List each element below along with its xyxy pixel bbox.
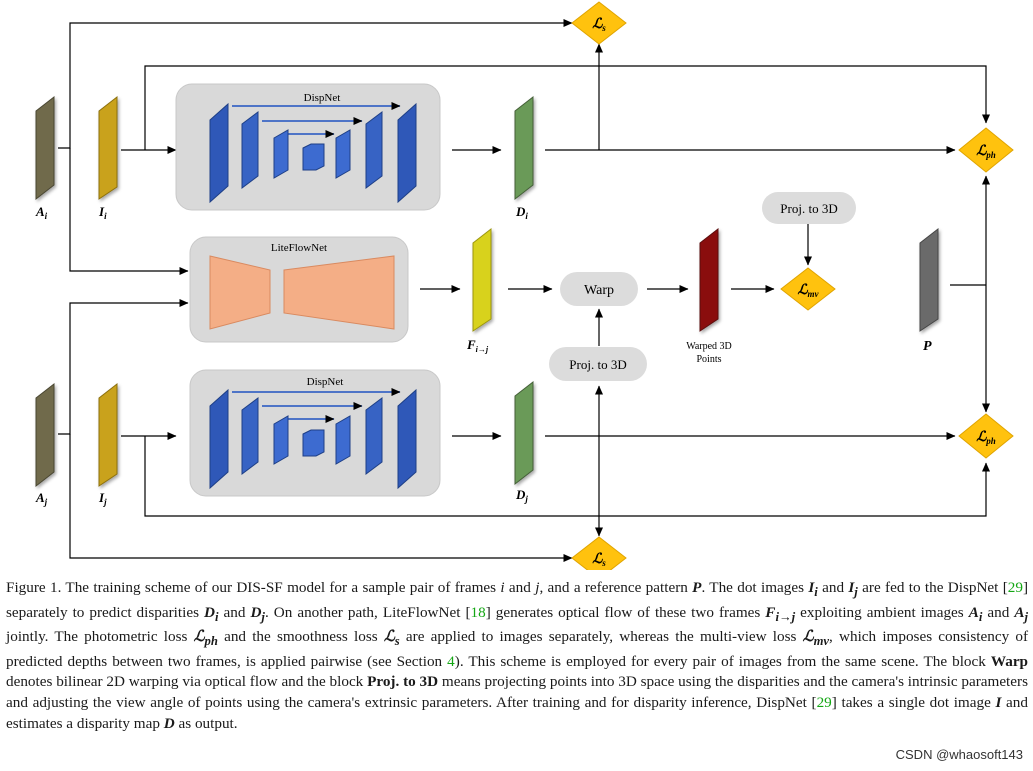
warped-points-label-line1: Warped 3D	[686, 341, 732, 352]
ambient-image-j-plate	[35, 382, 55, 488]
figure-caption: Figure 1. The training scheme of our DIS…	[6, 579, 1029, 732]
liteflownet-decoder-shape	[283, 255, 395, 330]
svg-text:ℒmv: ℒmv	[797, 283, 819, 299]
label-p: P	[923, 339, 932, 354]
connector-ai-to-liteflownet	[69, 148, 189, 275]
proj-top-label: Proj. to 3D	[780, 201, 837, 216]
ambient-image-i-plate	[35, 95, 55, 201]
connector-ij-to-lph-bottom	[144, 436, 990, 517]
dispnet-top-block: DispNet	[175, 83, 441, 211]
connector-ai-to-ls-top	[58, 19, 573, 149]
loss-s-bottom: ℒs	[571, 536, 627, 570]
loss-ph-top: ℒph	[958, 127, 1014, 173]
loss-s-top: ℒs	[571, 1, 627, 45]
svg-text:ℒph: ℒph	[976, 430, 996, 446]
warp-block: Warp	[560, 272, 638, 306]
connectors	[58, 19, 990, 562]
warped-points-plate	[699, 227, 719, 332]
liteflownet-encoder-shape	[209, 255, 271, 330]
citation-link[interactable]: 29	[1007, 579, 1023, 596]
proj-top-block: Proj. to 3D	[762, 192, 856, 224]
warped-points-label-line2: Points	[696, 354, 721, 365]
dispnet-top-label: DispNet	[304, 92, 341, 104]
connector-aj-to-liteflownet	[58, 299, 189, 435]
watermark: CSDN @whaosoft143	[895, 747, 1023, 762]
dispnet-bottom-encoder-decoder	[209, 388, 417, 490]
dot-image-i-plate	[98, 95, 118, 200]
label-d-j: Dj	[515, 487, 528, 504]
flow-plate	[472, 227, 492, 332]
connector-ii-to-lph-top	[144, 65, 990, 150]
proj-mid-block: Proj. to 3D	[549, 347, 647, 381]
loss-mv: ℒmv	[780, 267, 836, 311]
dispnet-bottom-block: DispNet	[189, 369, 441, 497]
label-f: Fi→j	[466, 337, 489, 354]
loss-ph-bottom: ℒph	[958, 413, 1014, 459]
connector-aj-to-ls-bottom	[69, 434, 573, 562]
liteflownet-label: LiteFlowNet	[271, 242, 327, 254]
disparity-i-plate	[514, 95, 534, 201]
label-d-i: Di	[515, 204, 528, 221]
svg-text:ℒph: ℒph	[976, 144, 996, 160]
section-link[interactable]: 4	[447, 652, 455, 670]
dot-image-j-plate	[98, 382, 118, 487]
citation-link[interactable]: 29	[816, 694, 832, 712]
proj-mid-label: Proj. to 3D	[569, 357, 626, 372]
disparity-j-plate	[514, 380, 534, 486]
liteflownet-block: LiteFlowNet	[189, 236, 409, 343]
svg-text:ℒs: ℒs	[592, 17, 606, 33]
label-i-i: Ii	[98, 204, 107, 221]
dispnet-bottom-label: DispNet	[307, 376, 344, 388]
dispnet-top-encoder-decoder	[209, 102, 417, 204]
label-i-j: Ij	[98, 490, 107, 507]
warp-label: Warp	[584, 283, 614, 298]
svg-text:ℒs: ℒs	[592, 552, 606, 568]
label-a-j: Aj	[35, 490, 48, 507]
citation-link[interactable]: 18	[470, 603, 486, 621]
pattern-plate	[919, 227, 939, 332]
training-scheme-diagram: DispNet LiteFlowNet DispNet	[35, 1, 1014, 570]
label-a-i: Ai	[35, 204, 48, 221]
